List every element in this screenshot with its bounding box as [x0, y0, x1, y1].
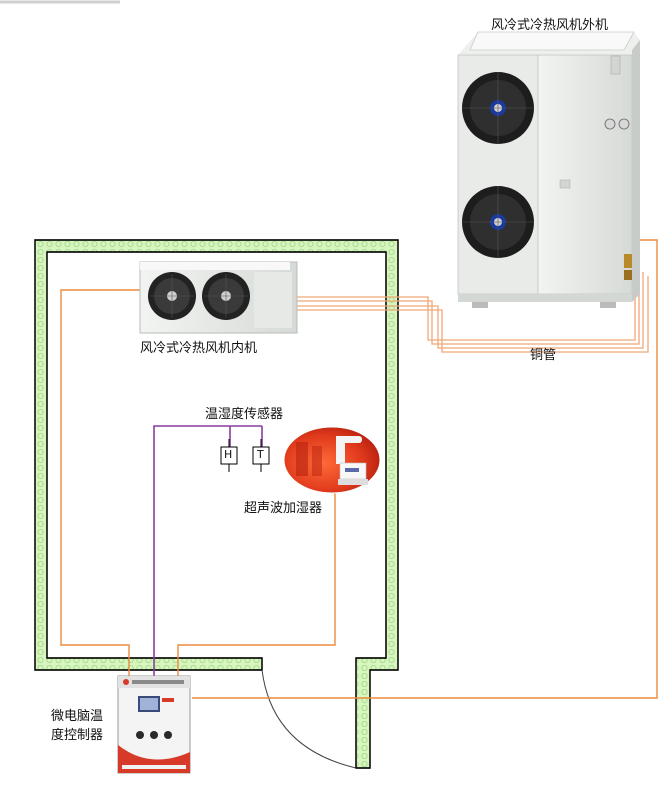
- humidifier-wire: [177, 492, 336, 682]
- sensor-label: 温湿度传感器: [205, 407, 284, 422]
- door-swing-arc: [261, 669, 357, 769]
- indoor-control-wire: [60, 289, 140, 682]
- sensor-wire: [153, 425, 263, 682]
- humidifier-label: 超声波加湿器: [244, 501, 323, 516]
- sensor-t-label: T: [257, 448, 264, 461]
- humidity-sensor: [220, 439, 238, 472]
- copper-pipe-label: 铜管: [530, 348, 557, 363]
- controller-cabinet: [117, 675, 191, 774]
- humidifier-image: [283, 426, 381, 494]
- controller-label: 微电脑温 度控制器: [51, 707, 103, 745]
- room-walls: [34, 239, 399, 769]
- sensor-h-label: H: [224, 448, 233, 461]
- outdoor-unit-label: 风冷式冷热风机外机: [491, 18, 609, 33]
- temperature-sensor: [252, 439, 270, 472]
- controller-label-line1: 微电脑温: [51, 709, 104, 724]
- outdoor-unit: [457, 31, 640, 308]
- indoor-unit-label: 风冷式冷热风机内机: [140, 341, 258, 356]
- controller-label-line2: 度控制器: [51, 728, 104, 743]
- indoor-unit: [139, 261, 298, 334]
- outdoor-control-wire: [192, 239, 658, 699]
- copper-pipes: [297, 262, 649, 353]
